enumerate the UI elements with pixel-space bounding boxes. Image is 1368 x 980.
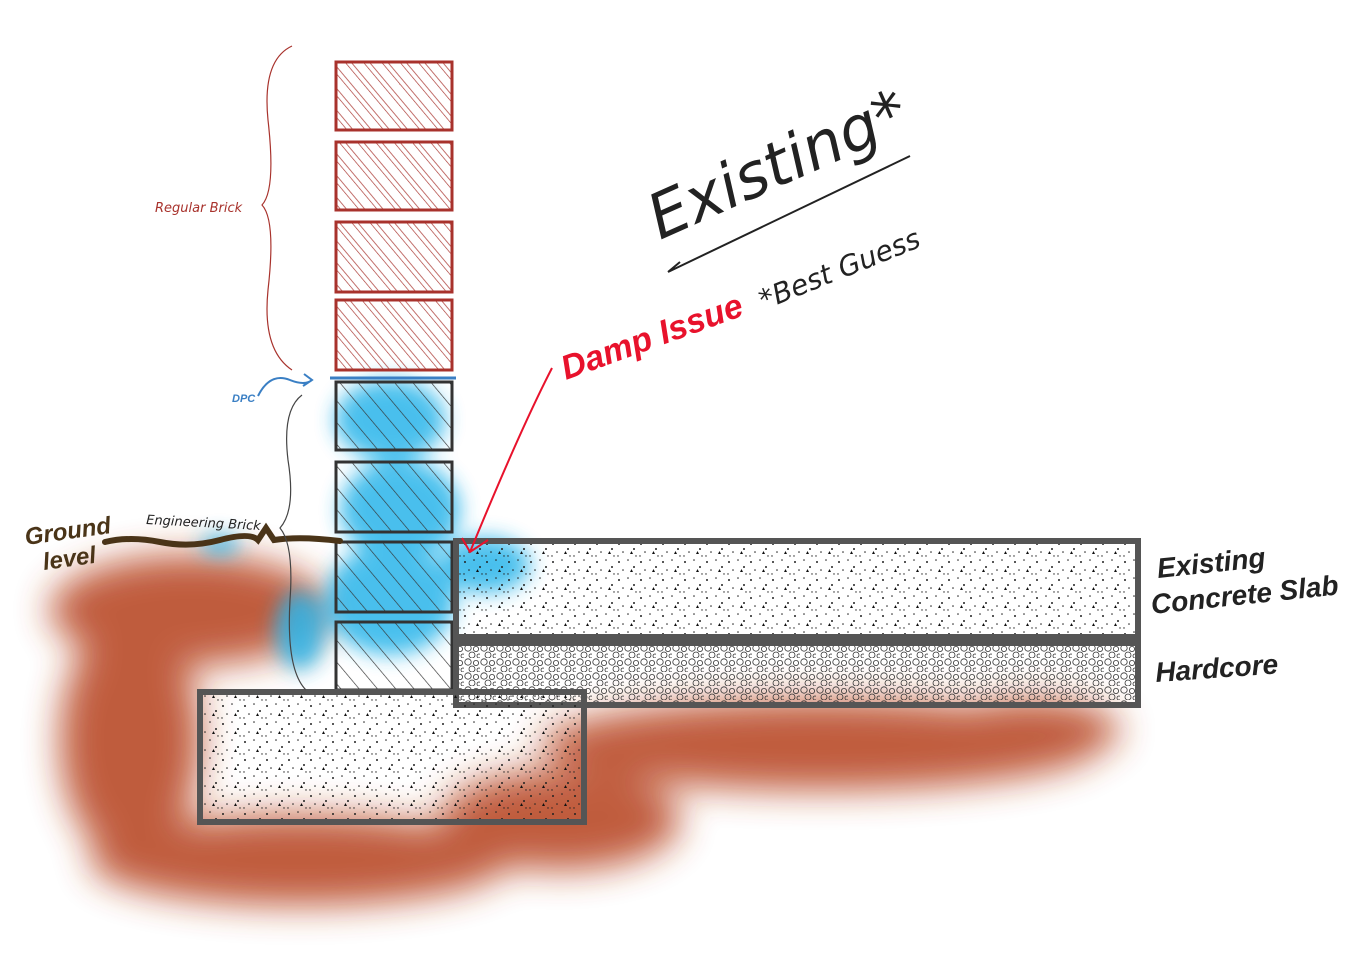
concrete-slab xyxy=(453,538,1141,640)
diagram-title: Existing* xyxy=(636,75,918,254)
foundation-footing xyxy=(197,689,587,825)
ground-level-line xyxy=(102,522,343,548)
dpc-label: DPC xyxy=(232,393,256,405)
best-guess-note: *Best Guess xyxy=(754,222,925,317)
regular-brick-label: Regular Brick xyxy=(155,201,243,216)
regular-brick-brace xyxy=(261,45,293,371)
damp-issue-arrow xyxy=(461,367,553,554)
engineering-brick-course xyxy=(334,380,454,692)
engineering-brick-label: Engineering Brick xyxy=(146,513,262,534)
regular-brick-course xyxy=(334,60,454,372)
dpc-arrow xyxy=(257,373,314,397)
engineering-brick-brace xyxy=(279,394,307,691)
hardcore-label: Hardcore xyxy=(1154,648,1279,688)
damp-issue-label: Damp Issue xyxy=(556,287,748,388)
title-underline xyxy=(667,155,911,273)
